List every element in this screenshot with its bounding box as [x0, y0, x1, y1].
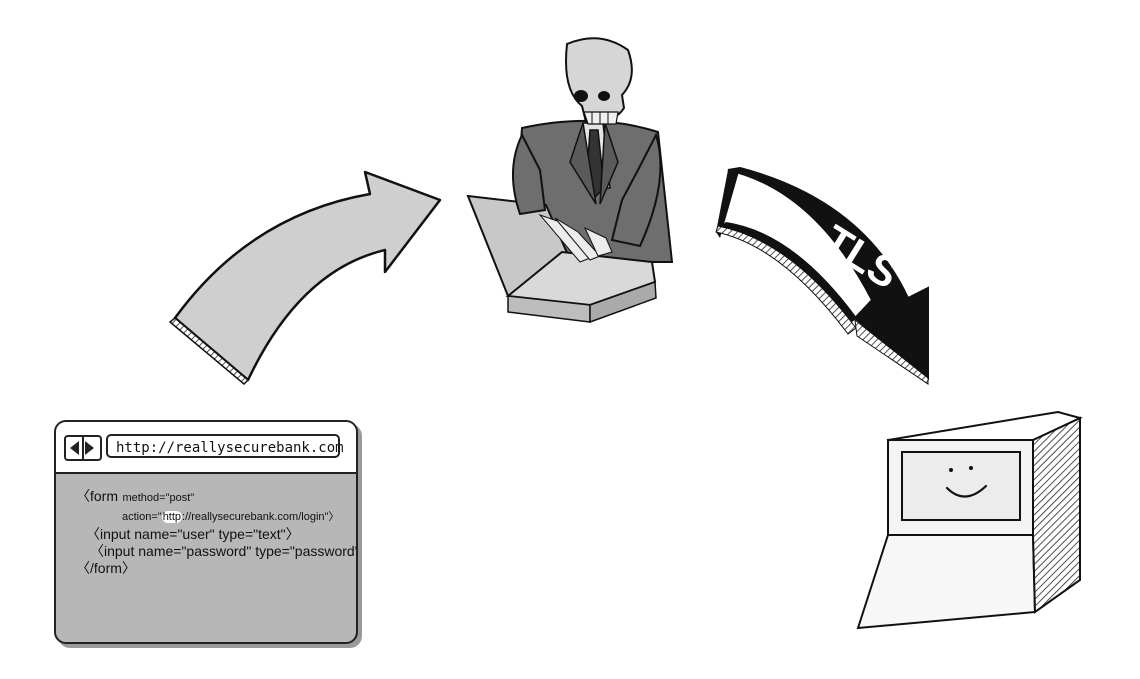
code-form-close: 〈/form〉 [76, 560, 136, 576]
code-input-password: 〈input name="password" type="password"〉 [90, 543, 358, 559]
browser-toolbar: http://reallysecurebank.com [56, 422, 356, 474]
form-source-code: 〈form method="post" action="http://reall… [76, 488, 358, 577]
bank-computer [856, 410, 1083, 630]
forward-arrow-icon[interactable] [85, 441, 94, 455]
gray-arrow [168, 170, 442, 386]
code-input-user: 〈input name="user" type="text"〉 [86, 526, 300, 542]
attacker-figure [466, 37, 674, 324]
code-action-rest: ://reallysecurebank.com/login"〉 [182, 511, 340, 523]
address-bar[interactable]: http://reallysecurebank.com [106, 434, 344, 458]
nav-divider [82, 437, 84, 459]
tls-arrow: TLS [715, 166, 929, 385]
back-arrow-icon[interactable] [70, 441, 79, 455]
nav-buttons[interactable] [64, 435, 102, 461]
browser-window: http://reallysecurebank.com 〈form method… [54, 420, 358, 644]
code-method-attr: method="post" [122, 492, 195, 504]
code-action-prefix: action=" [122, 511, 162, 523]
code-action-http-highlight: http [161, 511, 183, 523]
smiley-face [945, 466, 988, 498]
skull-head [565, 37, 633, 125]
code-form-open: 〈form [76, 488, 118, 504]
skeleton-hands [538, 213, 613, 263]
